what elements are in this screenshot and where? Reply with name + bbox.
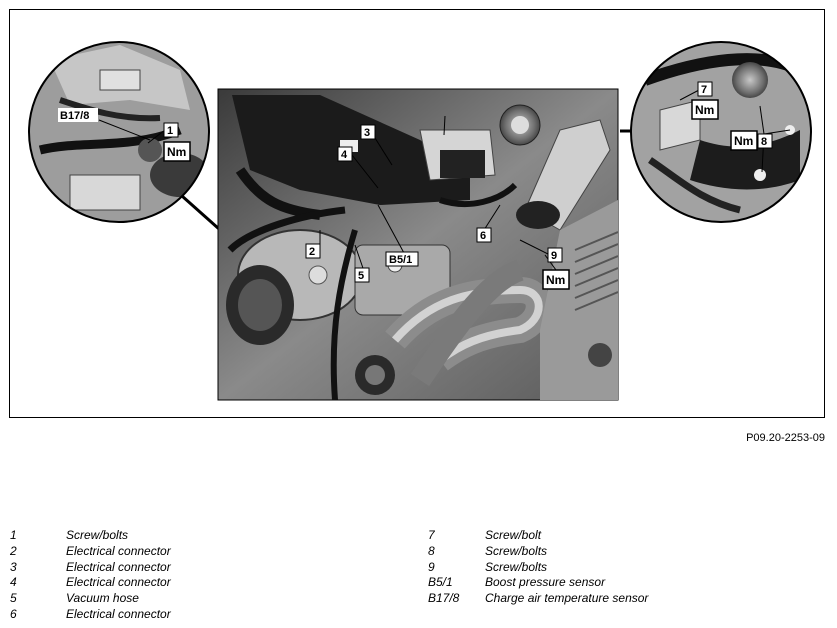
- callout-3-box: [360, 124, 376, 140]
- callout-8-box: [757, 133, 773, 149]
- legend-item: 7 Screw/bolt: [428, 528, 648, 544]
- legend-key: 7: [428, 528, 435, 542]
- right-detail-inset: [630, 41, 812, 223]
- torque-label-right-mid: Nm: [734, 134, 753, 148]
- legend-key: 1: [10, 528, 17, 542]
- legend-text: Charge air temperature sensor: [485, 591, 649, 606]
- legend-item: 3 Electrical connector: [10, 560, 171, 576]
- callout-5-box: [354, 267, 370, 283]
- legend-item: 9 Screw/bolts: [428, 560, 648, 576]
- legend-text: Vacuum hose: [66, 591, 139, 606]
- legend-item: 4 Electrical connector: [10, 575, 171, 591]
- torque-label-left: Nm: [167, 145, 186, 159]
- callout-4: 4: [341, 149, 348, 161]
- legend-text: Electrical connector: [66, 543, 171, 558]
- callout-6: 6: [480, 230, 486, 242]
- legend-key: B5/1: [428, 575, 453, 590]
- legend-text: Screw/bolts: [66, 528, 129, 542]
- callout-1: 1: [167, 125, 173, 137]
- legend-key: 2: [10, 543, 17, 558]
- legend-key: B17/8: [428, 591, 460, 606]
- callout-labels: B17/8 1 Nm 7 Nm Nm 8 3 4 2 5 B5/1 6 9 Nm: [58, 81, 773, 290]
- legend-key: 8: [428, 543, 435, 558]
- torque-box-main: [542, 269, 570, 290]
- figure-code: P09.20-2253-09: [746, 432, 825, 444]
- legend-key: 6: [10, 606, 17, 621]
- legend-key: 4: [10, 575, 17, 590]
- legend-item: 5 Vacuum hose: [10, 591, 171, 607]
- legend-item: 6 Electrical connector: [10, 607, 171, 623]
- torque-box-left: [163, 141, 191, 162]
- callout-1-box: [163, 122, 179, 138]
- torque-box-right-top: [691, 99, 719, 120]
- callout-6-box: [476, 227, 492, 243]
- callout-7-box: [697, 81, 713, 97]
- torque-label-main: Nm: [546, 273, 565, 287]
- legend-item: 1 Screw/bolts: [10, 528, 171, 544]
- legend-key: 3: [10, 559, 17, 574]
- torque-box-right-mid: [730, 130, 758, 151]
- callout-2-box: [305, 243, 321, 259]
- main-engine-photo: [217, 88, 619, 401]
- legend-item: B17/8 Charge air temperature sensor: [428, 591, 648, 607]
- legend-text: Screw/bolts: [485, 559, 548, 574]
- callout-4-box: [337, 146, 353, 162]
- legend-text: Screw/bolt: [485, 528, 542, 542]
- legend-text: Boost pressure sensor: [485, 575, 606, 590]
- torque-label-right-top: Nm: [695, 103, 714, 117]
- left-detail-inset: [28, 41, 210, 223]
- callout-9: 9: [551, 250, 557, 262]
- legend-text: Screw/bolts: [485, 543, 548, 558]
- callout-9-box: [547, 247, 563, 263]
- callout-b17-8: B17/8: [60, 110, 89, 122]
- legend-text: Electrical connector: [66, 606, 171, 621]
- callout-7: 7: [701, 84, 707, 96]
- callout-5: 5: [358, 270, 364, 282]
- legend-item: B5/1 Boost pressure sensor: [428, 575, 648, 591]
- legend-item: 8 Screw/bolts: [428, 544, 648, 560]
- legend-key: 9: [428, 559, 435, 574]
- callout-b5-1-box: [385, 251, 419, 267]
- legend-item: 2 Electrical connector: [10, 544, 171, 560]
- callout-3: 3: [364, 127, 370, 139]
- callout-b17-8-box: [58, 108, 98, 122]
- legend-text: Electrical connector: [66, 559, 171, 574]
- legend-key: 5: [10, 591, 17, 606]
- legend-text: Electrical connector: [66, 575, 171, 590]
- callout-2: 2: [309, 246, 315, 258]
- callout-b5-1: B5/1: [389, 254, 412, 266]
- callout-8: 8: [761, 136, 767, 148]
